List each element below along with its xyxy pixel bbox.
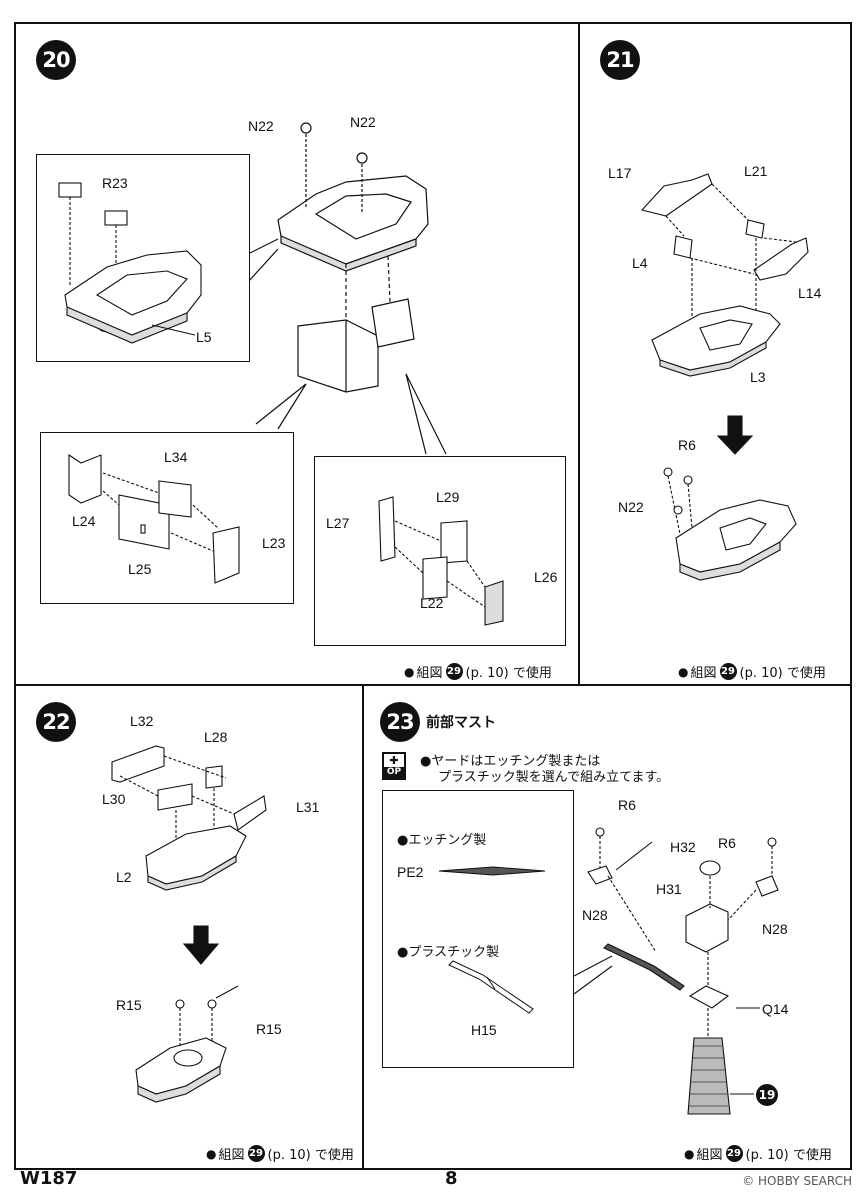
part-label-r15-a: R15: [116, 997, 142, 1013]
part-label-n28-a: N28: [582, 907, 608, 923]
etching-label: ●エッチング製: [397, 833, 487, 848]
step-21-panel: 21 L17 L21: [578, 22, 852, 686]
product-code: W187: [20, 1168, 78, 1189]
part-label-l17: L17: [608, 165, 632, 181]
step-20-inset-right: [314, 456, 566, 646]
step-21-drawing: [640, 173, 809, 581]
step-20-panel: 20: [14, 22, 580, 686]
part-label-l22: L22: [420, 595, 444, 611]
part-label-n22-a: N22: [248, 118, 274, 134]
part-label-n22-b: N22: [350, 114, 376, 130]
optional-parts-icon: ✚ OP: [382, 752, 406, 780]
step-29-reference-icon: 29: [445, 663, 463, 680]
part-label-r6-a: R6: [618, 797, 636, 813]
plastic-label: ●プラスチック製: [397, 945, 500, 960]
option-note-line2: プラスチック製を選んで組み立てます。: [438, 770, 670, 785]
part-label-pe2: PE2: [397, 864, 424, 880]
step-23-drawing: [573, 827, 779, 1115]
part-label-l30: L30: [102, 791, 126, 807]
step-20-inset-left: [40, 432, 294, 604]
part-label-n22: N22: [618, 499, 644, 515]
part-label-l31: L31: [296, 799, 320, 815]
part-label-r23: R23: [102, 175, 128, 191]
part-label-l4: L4: [632, 255, 648, 271]
step-23-title: 前部マスト: [426, 715, 496, 731]
step-22-panel: 22 L32 L28 L30 L31 L: [14, 684, 364, 1170]
part-label-h31: H31: [656, 881, 682, 897]
part-label-l3: L3: [750, 369, 766, 385]
part-label-q14: Q14: [762, 1001, 789, 1017]
step-22-drawing: [111, 745, 267, 1103]
yard-option-inset: ●エッチング製 PE2 ●プラスチック製 H15: [382, 790, 574, 1068]
step-21-number: 21: [600, 40, 640, 80]
step-23-number: 23: [380, 702, 420, 742]
part-label-l34: L34: [164, 449, 188, 465]
part-label-l23: L23: [262, 535, 286, 551]
step-20-inset-l5: [36, 154, 250, 362]
part-label-r6: R6: [678, 437, 696, 453]
step-29-reference-icon: 29: [719, 663, 737, 680]
part-label-l5: L5: [196, 329, 212, 345]
puzzle-icon: ✚: [389, 754, 399, 767]
watermark: © HOBBY SEARCH: [742, 1174, 852, 1188]
step-19-reference-icon: 19: [756, 1084, 778, 1106]
step-20-drawing: [247, 122, 447, 455]
part-label-l29: L29: [436, 489, 460, 505]
part-label-l26: L26: [534, 569, 558, 585]
part-label-l14: L14: [798, 285, 822, 301]
part-label-l32: L32: [130, 713, 154, 729]
part-label-l21: L21: [744, 163, 768, 179]
page-number: 8: [445, 1168, 458, 1189]
part-label-l28: L28: [204, 729, 228, 745]
part-label-r15-b: R15: [256, 1021, 282, 1037]
step-29-reference-icon: 29: [247, 1145, 265, 1162]
part-label-n28-b: N28: [762, 921, 788, 937]
part-label-l25: L25: [128, 561, 152, 577]
part-label-r6-b: R6: [718, 835, 736, 851]
option-note-line1: ●ヤードはエッチング製または: [420, 754, 601, 769]
part-label-l2: L2: [116, 869, 132, 885]
part-label-l24: L24: [72, 513, 96, 529]
part-label-l27: L27: [326, 515, 350, 531]
step-23-panel: 23 前部マスト ✚ OP ●ヤードはエッチング製または プラスチック製を選んで…: [362, 684, 852, 1170]
step-20-number: 20: [36, 40, 76, 80]
part-label-h15: H15: [471, 1022, 497, 1038]
part-label-h32: H32: [670, 839, 696, 855]
step-29-reference-icon: 29: [725, 1145, 743, 1162]
step-22-number: 22: [36, 702, 76, 742]
